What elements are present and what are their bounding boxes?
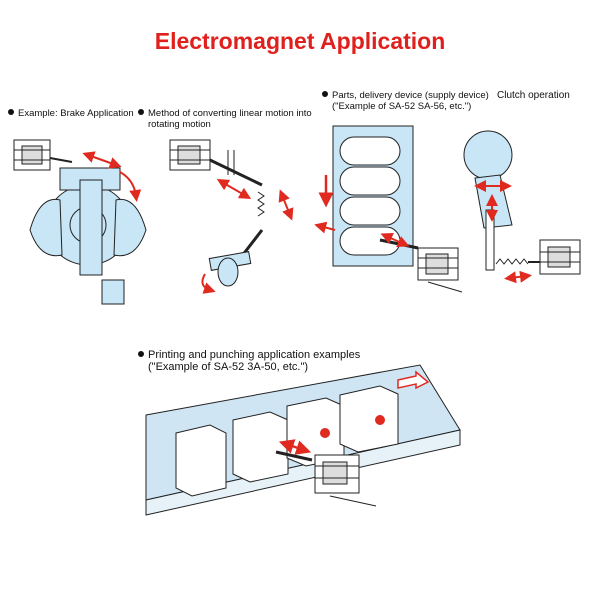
spring-icon: [257, 191, 265, 217]
clutch-diagram: [463, 130, 581, 275]
rotation-arrow: [201, 273, 216, 294]
caption-linear: Method of converting linear motion into …: [138, 108, 338, 130]
motion-arrow: [82, 151, 122, 169]
solenoid-icon: [528, 239, 581, 275]
bullet-icon: [322, 91, 328, 97]
rotation-arrow: [119, 171, 142, 202]
bullet-icon: [138, 109, 144, 115]
rotor-disk: [217, 257, 239, 287]
plunger-rod: [209, 158, 263, 187]
box-icon: [339, 385, 399, 453]
caption-printing-line2: ("Example of SA-52 3A-50, etc."): [148, 361, 309, 373]
caption-brake: Example: Brake Application: [8, 108, 134, 119]
caption-parts: Parts, delivery device (supply device) (…: [322, 90, 489, 112]
page-title: Electromagnet Application: [154, 28, 446, 54]
solenoid-icon: [417, 247, 463, 293]
box-icon: [232, 411, 289, 483]
printing-diagram: [145, 364, 461, 516]
caption-printing-line1: Printing and punching application exampl…: [148, 349, 361, 361]
caption-linear-line2: rotating motion: [148, 119, 211, 130]
motion-arrow: [278, 189, 294, 221]
spring-icon: [495, 258, 529, 265]
linear-to-rotary-diagram: [169, 139, 265, 287]
bullet-icon: [8, 109, 14, 115]
caption-printing: Printing and punching application exampl…: [138, 349, 360, 373]
caption-parts-line1: Parts, delivery device (supply device): [332, 90, 489, 101]
bullet-icon: [138, 351, 144, 357]
caption-clutch: Clutch operation: [497, 90, 570, 101]
conveyor-direction-arrow: [397, 370, 430, 390]
caption-brake-text: Example: Brake Application: [18, 108, 134, 119]
motion-arrow: [380, 232, 410, 248]
motion-arrow: [314, 221, 336, 234]
solenoid-icon: [13, 139, 73, 171]
motion-arrow: [504, 270, 532, 284]
motion-arrow: [216, 178, 252, 200]
caption-parts-line2: ("Example of SA-52 SA-56, etc."): [332, 101, 472, 112]
motion-arrow: [278, 439, 312, 455]
box-icon: [175, 424, 227, 497]
solenoid-icon: [314, 454, 377, 507]
solenoid-icon: [169, 139, 211, 171]
brake-arm: [79, 179, 103, 276]
caption-linear-line1: Method of converting linear motion into: [148, 108, 312, 119]
parts-delivery-diagram: [332, 125, 463, 293]
brake-diagram: [13, 139, 147, 305]
clutch-wheel: [463, 130, 513, 180]
